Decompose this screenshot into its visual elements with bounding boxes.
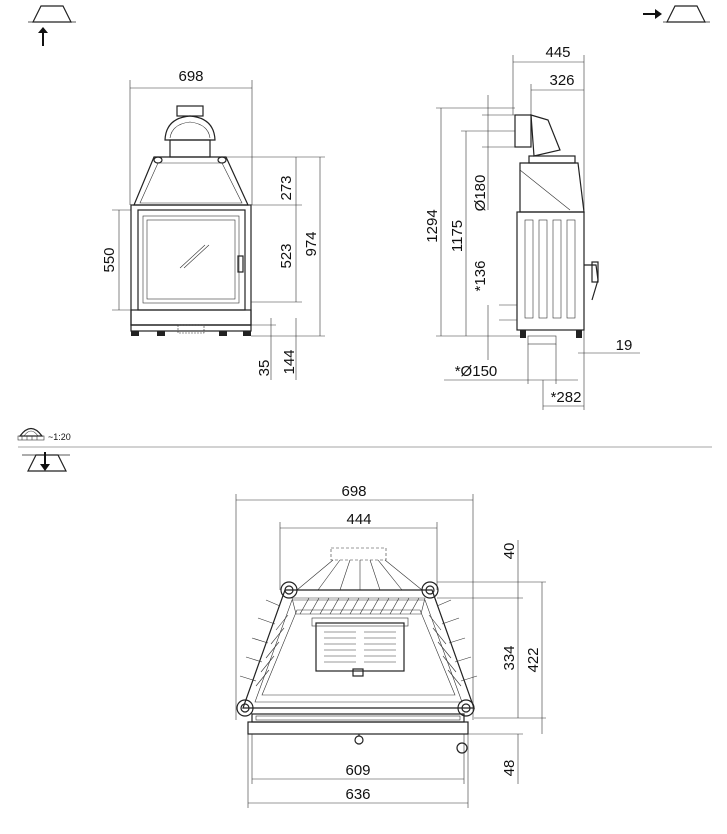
side-depth-label: 445 <box>545 44 570 61</box>
flue-height-label: 1175 <box>449 220 466 252</box>
scale-label: ~1:20 <box>48 432 71 442</box>
outer-width-label: 636 <box>345 786 370 803</box>
flue-offset-label: 40 <box>501 543 518 560</box>
side-depth-top-label: 326 <box>549 72 574 89</box>
flue-diameter-label: Ø180 <box>472 175 489 212</box>
side-total-height-label: 1294 <box>424 209 441 242</box>
top-view-icon <box>22 452 70 472</box>
front-view: 698 550 <box>101 68 325 380</box>
total-height-label: 974 <box>303 231 320 256</box>
plan-view: 698 444 <box>235 483 546 808</box>
foot-offset-label: 19 <box>616 337 633 354</box>
front-depth-label: 48 <box>501 760 518 777</box>
foot-height-label: 35 <box>256 360 273 377</box>
door-height-label: 550 <box>101 247 118 272</box>
plan-depth-label: 422 <box>525 647 542 672</box>
base-height-label: 144 <box>281 349 298 374</box>
front-width-label: 698 <box>178 68 203 85</box>
air-offset-label: *282 <box>551 389 582 406</box>
side-view-icon <box>643 5 710 23</box>
air-height-label: *136 <box>472 261 489 292</box>
plan-width-label: 698 <box>341 483 366 500</box>
inner-depth-label: 334 <box>501 645 518 670</box>
top-height-label: 273 <box>278 175 295 200</box>
glass-height-label: 523 <box>278 243 295 268</box>
side-view: 445 326 1294 1175 Ø180 <box>424 44 640 410</box>
scale-ruler-icon <box>17 427 45 441</box>
flue-width-label: 444 <box>346 511 371 528</box>
front-view-icon <box>28 5 76 46</box>
inner-width-label: 609 <box>345 762 370 779</box>
air-diameter-label: *Ø150 <box>455 363 498 380</box>
